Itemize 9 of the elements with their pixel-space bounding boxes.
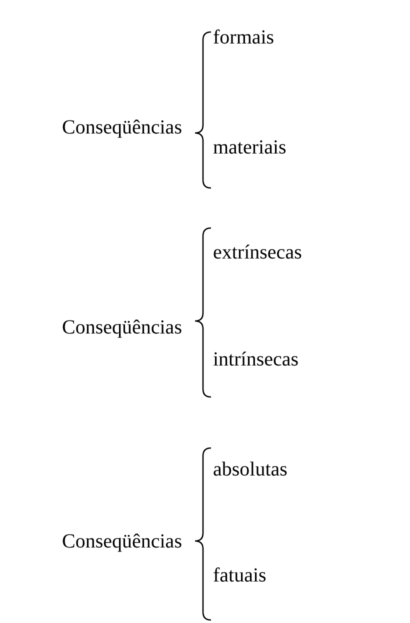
group-term: Conseqüências <box>62 316 182 340</box>
subtype-term: materiais <box>213 136 286 160</box>
subtype-term: formais <box>213 26 274 50</box>
group-term: Conseqüências <box>62 116 182 140</box>
subtype-term: intrínsecas <box>213 348 299 372</box>
subtype-term: absolutas <box>213 458 288 482</box>
group-term: Conseqüências <box>62 530 182 554</box>
subtype-term: extrínsecas <box>213 242 302 264</box>
subtype-term: fatuais <box>213 564 266 588</box>
